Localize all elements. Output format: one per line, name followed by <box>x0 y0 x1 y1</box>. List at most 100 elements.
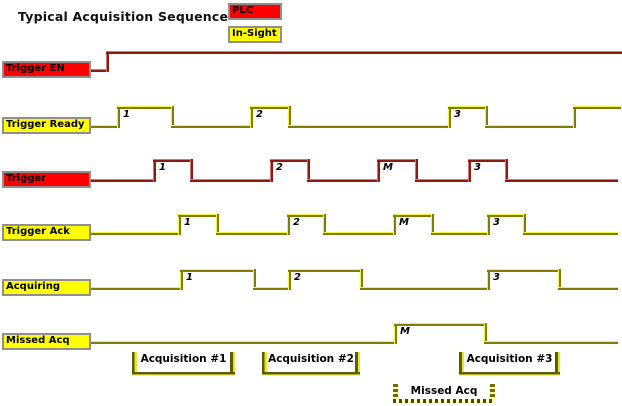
waveform-segment-acquiring <box>558 269 561 290</box>
bracket-left-bar <box>459 352 464 376</box>
waveform-segment-trigger-ack <box>287 214 326 217</box>
waveform-segment-trigger-ready <box>448 106 451 128</box>
waveform-segment-trigger-ready <box>288 125 451 128</box>
waveform-segment-trigger <box>415 179 471 182</box>
waveform-segment-trigger-ack <box>431 214 434 235</box>
waveform-segment-missed-acq <box>484 323 487 344</box>
waveform-segment-trigger <box>190 179 273 182</box>
waveform-segment-trigger-ready <box>250 106 253 128</box>
waveform-segment-trigger <box>377 159 418 162</box>
signal-label-trigger-en: Trigger EN <box>2 61 91 78</box>
waveform-segment-acquiring <box>360 287 490 290</box>
bracket-baseline <box>262 372 360 376</box>
waveform-segment-acquiring <box>91 287 183 290</box>
waveform-segment-trigger-ack <box>287 214 290 235</box>
bracket-right-bar <box>555 352 560 376</box>
waveform-segment-trigger-ready <box>171 125 253 128</box>
waveform-segment-trigger-ready <box>573 106 576 128</box>
bracket-left-bar <box>132 352 137 376</box>
waveform-segment-trigger-ready <box>117 106 174 109</box>
bracket-label-acquisition-3: Acquisition #3 <box>466 353 553 365</box>
pulse-label-trigger-3: 3 <box>474 162 481 173</box>
waveform-segment-acquiring <box>253 287 291 290</box>
bracket-acquisition-1: Acquisition #1 <box>132 352 235 376</box>
pulse-label-trigger-2: 2 <box>276 162 283 173</box>
waveform-segment-trigger-ready <box>485 106 488 128</box>
waveform-segment-trigger-ready <box>485 125 576 128</box>
waveform-segment-trigger-ack <box>91 232 181 235</box>
waveform-segment-acquiring <box>180 269 183 290</box>
waveform-segment-acquiring <box>558 287 618 290</box>
signal-label-trigger-ack: Trigger Ack <box>2 224 91 241</box>
bracket-label-acquisition-1: Acquisition #1 <box>140 353 227 365</box>
bracket-label-missed-acq: Missed Acq <box>410 385 478 397</box>
bracket-baseline <box>393 399 495 403</box>
pulse-label-acquiring-3: 3 <box>493 272 500 283</box>
waveform-segment-trigger <box>505 179 618 182</box>
waveform-segment-trigger-ready <box>573 106 621 109</box>
waveform-segment-trigger <box>270 159 273 182</box>
waveform-segment-trigger-ack <box>393 214 434 217</box>
pulse-label-trigger-1: 1 <box>159 162 166 173</box>
signal-label-acquiring: Acquiring <box>2 279 91 296</box>
waveform-segment-trigger-ack <box>178 214 219 217</box>
legend-insight: In-Sight <box>228 26 282 43</box>
signal-label-trigger: Trigger <box>2 171 91 188</box>
bracket-right-bar <box>490 384 495 403</box>
waveform-segment-trigger <box>415 159 418 182</box>
waveform-segment-trigger <box>505 159 508 182</box>
waveform-segment-acquiring <box>360 269 363 290</box>
waveform-segment-trigger-ready <box>288 106 291 128</box>
pulse-label-trigger-ready-2: 2 <box>256 109 263 120</box>
bracket-left-bar <box>393 384 398 403</box>
waveform-segment-trigger-ack <box>431 232 490 235</box>
waveform-segment-trigger-ack <box>523 214 526 235</box>
waveform-segment-trigger <box>153 159 193 162</box>
pulse-label-trigger-ready-3: 3 <box>454 109 461 120</box>
waveform-segment-missed-acq <box>91 341 397 344</box>
waveform-segment-trigger <box>377 159 380 182</box>
pulse-label-missed-acq-m: M <box>400 326 410 337</box>
waveform-segment-trigger-en <box>106 51 109 72</box>
bracket-acquisition-2: Acquisition #2 <box>262 352 360 376</box>
waveform-segment-trigger <box>307 159 310 182</box>
waveform-segment-missed-acq <box>394 323 487 326</box>
waveform-segment-trigger <box>270 159 310 162</box>
waveform-segment-missed-acq <box>484 341 618 344</box>
waveform-segment-trigger <box>307 179 380 182</box>
pulse-label-trigger-ack-3: 3 <box>493 217 500 228</box>
waveform-segment-missed-acq <box>394 323 397 344</box>
waveform-segment-trigger-ack <box>178 214 181 235</box>
bracket-baseline <box>132 372 235 376</box>
bracket-right-bar <box>230 352 235 376</box>
signal-label-missed-acq: Missed Acq <box>2 333 91 350</box>
waveform-segment-trigger-ack <box>216 232 290 235</box>
waveform-segment-trigger <box>91 179 156 182</box>
waveform-segment-acquiring <box>253 269 256 290</box>
pulse-label-trigger-m: M <box>383 162 393 173</box>
pulse-label-trigger-ack-m: M <box>399 217 409 228</box>
waveform-segment-trigger <box>190 159 193 182</box>
diagram-title: Typical Acquisition Sequence <box>18 9 229 24</box>
bracket-missed-acq: Missed Acq <box>393 384 495 403</box>
waveform-segment-trigger-en <box>91 69 109 72</box>
legend-plc: PLC <box>228 3 282 20</box>
waveform-segment-trigger-ack <box>216 214 219 235</box>
pulse-label-trigger-ready-1: 1 <box>123 109 130 120</box>
signal-label-trigger-ready: Trigger Ready <box>2 117 91 134</box>
bracket-label-acquisition-2: Acquisition #2 <box>268 353 354 365</box>
waveform-segment-trigger-ready <box>117 106 120 128</box>
pulse-label-trigger-ack-1: 1 <box>184 217 191 228</box>
waveform-segment-trigger-ack <box>523 232 618 235</box>
waveform-segment-acquiring <box>487 269 490 290</box>
waveform-segment-trigger <box>468 159 471 182</box>
waveform-segment-trigger <box>153 159 156 182</box>
waveform-segment-trigger-ack <box>487 214 490 235</box>
waveform-segment-trigger-ack <box>323 232 396 235</box>
pulse-label-acquiring-2: 2 <box>294 272 301 283</box>
waveform-segment-trigger-ack <box>393 214 396 235</box>
waveform-segment-trigger-ack <box>323 214 326 235</box>
waveform-segment-trigger-ready <box>171 106 174 128</box>
waveform-segment-trigger-ready <box>91 125 120 128</box>
